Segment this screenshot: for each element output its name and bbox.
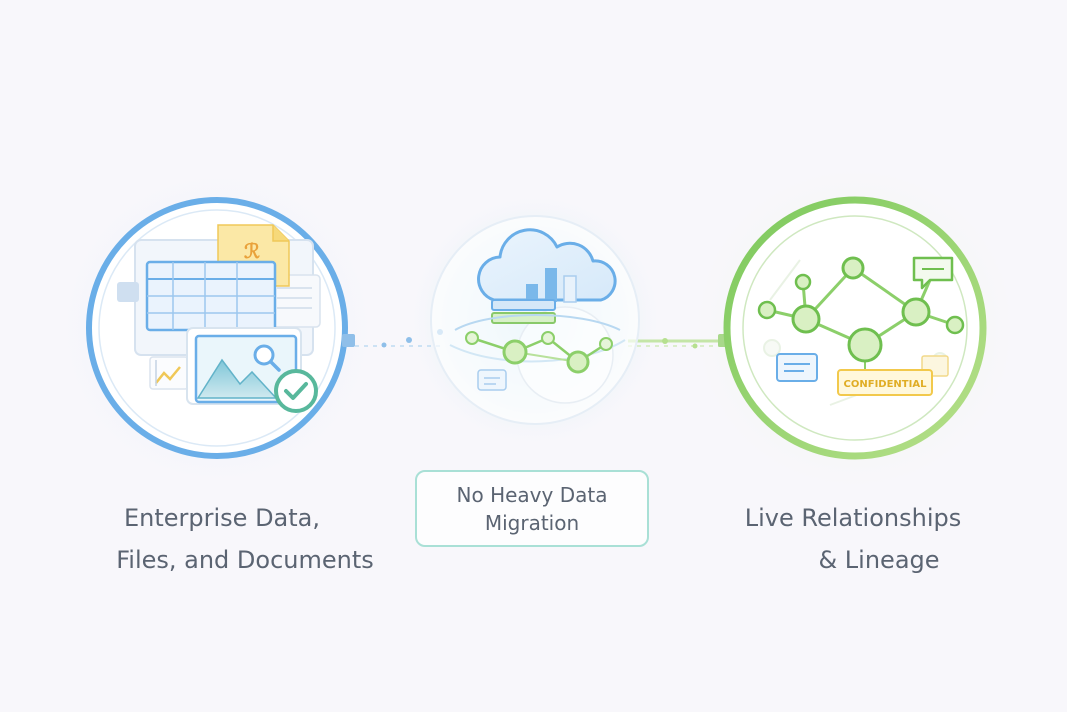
left-caption-line1: Enterprise Data, [123,504,321,532]
right-node: CONFIDENTIAL [723,196,987,460]
cloud-icon [477,228,617,302]
note-card-icon [776,353,818,382]
confidential-label: CONFIDENTIAL [844,379,928,390]
search-icon [253,344,281,372]
confidential-badge: CONFIDENTIAL [837,355,949,396]
left-node: ℛ [86,197,348,459]
graph-network-icon [465,331,613,374]
check-badge-icon [274,369,318,413]
middle-label-box: No Heavy Data Migration [415,470,649,547]
svg-text:ℛ: ℛ [244,239,260,263]
right-caption-line2: & Lineage [818,546,940,574]
middle-label-line2: Migration [484,510,580,535]
bar-chart-icon [526,268,577,303]
chart-icon [149,356,189,390]
right-caption-line1: Live Relationships [744,504,962,532]
left-caption: Enterprise Data, Files, and Documents [100,497,390,581]
right-caption: Live Relationships & Lineage [722,497,984,581]
middle-node [430,215,640,425]
lineage-graph-icon [757,256,965,378]
comment-bubble-icon [912,256,954,290]
spreadsheet-icon [145,260,277,332]
message-icon [477,369,507,391]
image-card-icon [186,327,302,405]
middle-label-line1: No Heavy Data [456,482,608,507]
left-caption-line2: Files, and Documents [116,546,374,574]
